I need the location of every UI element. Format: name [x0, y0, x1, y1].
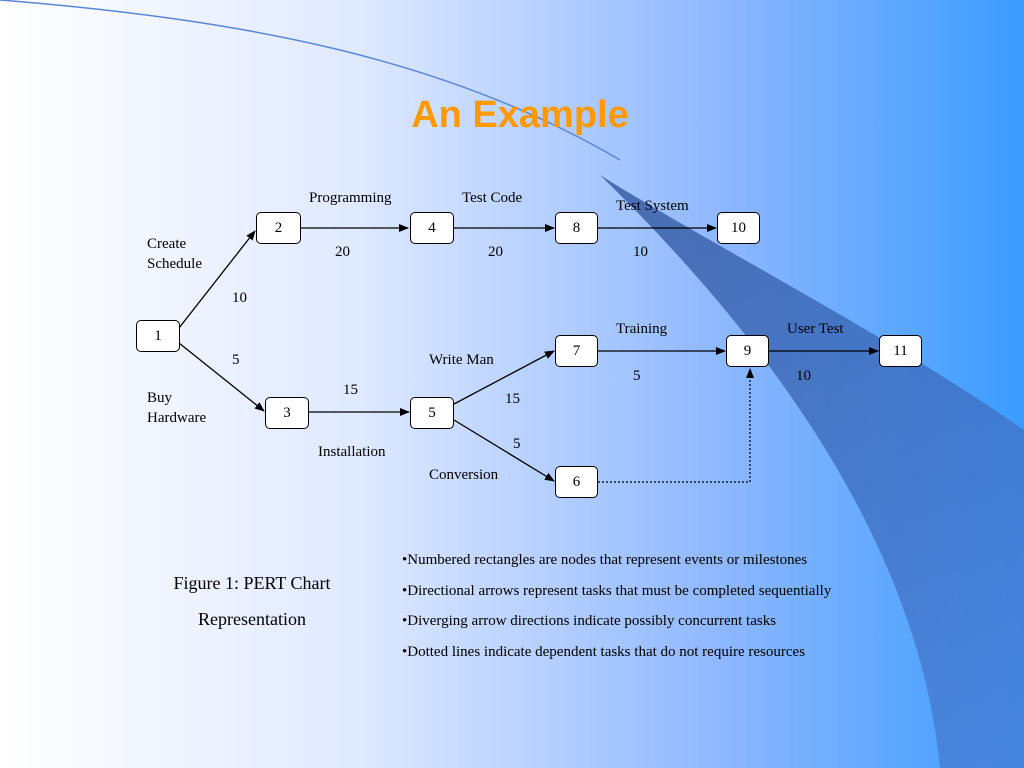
node-4: 4 — [410, 212, 454, 244]
duration-conversion: 5 — [513, 436, 521, 452]
duration-create-schedule: 10 — [232, 290, 247, 306]
duration-training: 5 — [633, 368, 641, 384]
label-installation: Installation — [318, 444, 386, 460]
bullet-item: •Diverging arrow directions indicate pos… — [402, 613, 777, 629]
bullet-item: •Numbered rectangles are nodes that repr… — [402, 552, 808, 568]
label-user-test: User Test — [787, 321, 844, 337]
node-2: 2 — [256, 212, 301, 244]
node-9: 9 — [726, 335, 769, 367]
arrow-5-7 — [453, 350, 555, 405]
duration-installation: 15 — [343, 382, 358, 398]
node-8: 8 — [555, 212, 598, 244]
bullet-list: •Numbered rectangles are nodes that repr… — [402, 548, 831, 670]
bullet-item: •Dotted lines indicate dependent tasks t… — [402, 643, 806, 660]
arrow-1-3 — [178, 342, 265, 412]
label-training: Training — [616, 321, 668, 337]
figure-caption-line1: Figure 1: PERT Chart — [173, 573, 331, 593]
slide-title: An Example — [411, 94, 629, 136]
label-create-schedule-line2: Schedule — [147, 256, 202, 272]
label-test-system: Test System — [616, 198, 689, 214]
node-7: 7 — [555, 335, 598, 367]
label-write-man: Write Man — [429, 352, 494, 368]
node-10: 10 — [717, 212, 760, 244]
duration-user-test: 10 — [796, 368, 811, 384]
node-11: 11 — [879, 335, 922, 367]
node-5: 5 — [410, 397, 454, 429]
node-1: 1 — [136, 320, 180, 352]
background-arc-line — [0, 0, 621, 161]
arrow-1-2 — [178, 230, 256, 329]
arrow-5-6 — [453, 419, 555, 482]
figure-caption-line2: Representation — [198, 609, 306, 629]
label-buy-hardware-line1: Buy — [147, 390, 173, 406]
label-programming: Programming — [309, 190, 392, 206]
background-swoosh — [600, 175, 1024, 768]
node-3: 3 — [265, 397, 309, 429]
duration-test-code: 20 — [488, 244, 503, 260]
duration-test-system: 10 — [633, 244, 648, 260]
node-6: 6 — [555, 466, 598, 498]
duration-buy-hardware: 5 — [232, 352, 240, 368]
label-buy-hardware-line2: Hardware — [147, 410, 207, 426]
dotted-arrow-6-9 — [598, 368, 754, 483]
bullet-item: •Directional arrows represent tasks that… — [402, 582, 832, 599]
label-test-code: Test Code — [462, 190, 523, 206]
label-create-schedule-line1: Create — [147, 236, 187, 252]
duration-write-man: 15 — [505, 391, 520, 407]
label-conversion: Conversion — [429, 467, 499, 483]
duration-programming: 20 — [335, 244, 350, 260]
